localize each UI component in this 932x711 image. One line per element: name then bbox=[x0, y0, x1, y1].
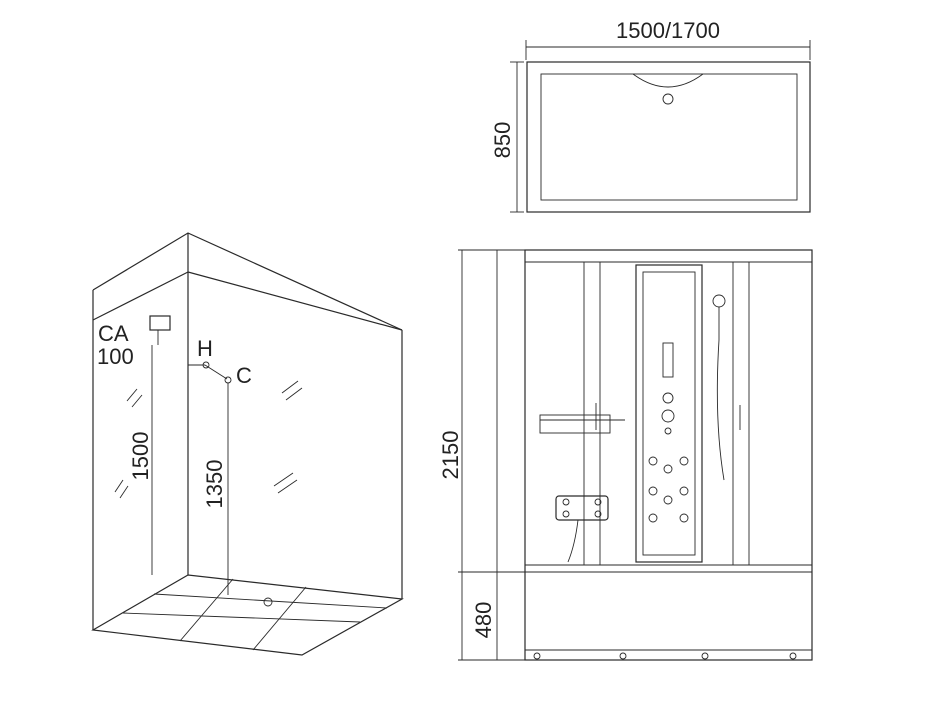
shower-column-panel bbox=[635, 264, 703, 563]
mixer-knob-icon bbox=[661, 409, 675, 423]
front-view: 2150 480 bbox=[438, 249, 813, 661]
control-display-icon bbox=[662, 342, 674, 378]
right-frame-post bbox=[732, 261, 750, 566]
tray-floor bbox=[91, 574, 404, 656]
module-jet bbox=[594, 510, 602, 518]
hand-shower-head-icon bbox=[712, 294, 726, 308]
perspective-view: CA 100 1500 H C 1350 bbox=[91, 232, 404, 656]
module-jet bbox=[562, 498, 570, 506]
shower-column-inner bbox=[642, 271, 696, 556]
massage-jets bbox=[648, 456, 689, 523]
ca-label: CA bbox=[98, 321, 129, 346]
shelf-icon bbox=[539, 414, 611, 434]
cabin-top-back-edge bbox=[92, 232, 403, 331]
mixer-pipe-line bbox=[204, 364, 228, 380]
tray-drain-icon bbox=[263, 597, 273, 607]
tray-height-dimension-label: 1500 bbox=[128, 432, 153, 481]
depth-dimension-label: 850 bbox=[490, 122, 515, 159]
glass-hatch-marks bbox=[114, 380, 303, 499]
base-height-dimension-label: 480 bbox=[471, 602, 496, 639]
base-foot-icon bbox=[789, 652, 797, 660]
hot-connection-icon bbox=[202, 361, 210, 369]
tray-grid-line bbox=[252, 586, 307, 651]
valve-height-dimension-label: 1350 bbox=[202, 460, 227, 509]
diverter-icon bbox=[664, 427, 672, 435]
module-jet bbox=[594, 498, 602, 506]
cabin-top-band-left bbox=[92, 271, 189, 321]
ca-outlet-box-icon bbox=[149, 315, 171, 331]
tray-grid-line bbox=[122, 612, 361, 623]
module-jet bbox=[562, 510, 570, 518]
top-view: 1500/1700 850 bbox=[490, 18, 811, 213]
ca-value-label: 100 bbox=[97, 344, 134, 369]
tray-grid-line bbox=[153, 593, 388, 609]
base-foot-icon bbox=[619, 652, 627, 660]
tray-grid-line bbox=[179, 578, 234, 642]
cold-connection-icon bbox=[224, 376, 232, 384]
cabin-front-outline bbox=[524, 249, 813, 661]
tray-seat-curve bbox=[632, 73, 704, 88]
drain-icon bbox=[662, 93, 674, 105]
base-foot-icon bbox=[533, 652, 541, 660]
tray-outer-outline bbox=[526, 61, 811, 213]
left-frame-post bbox=[583, 261, 601, 566]
hot-label: H bbox=[197, 336, 213, 361]
cold-label: C bbox=[236, 363, 252, 388]
module-hose bbox=[567, 519, 579, 563]
width-dimension-label: 1500/1700 bbox=[616, 18, 720, 43]
total-height-dimension-label: 2150 bbox=[438, 431, 463, 480]
tray-inner-outline bbox=[540, 73, 798, 201]
foot-massage-module-icon bbox=[555, 495, 609, 521]
base-foot-icon bbox=[701, 652, 709, 660]
selector-knob-icon bbox=[662, 392, 674, 404]
shower-hose bbox=[716, 339, 725, 481]
